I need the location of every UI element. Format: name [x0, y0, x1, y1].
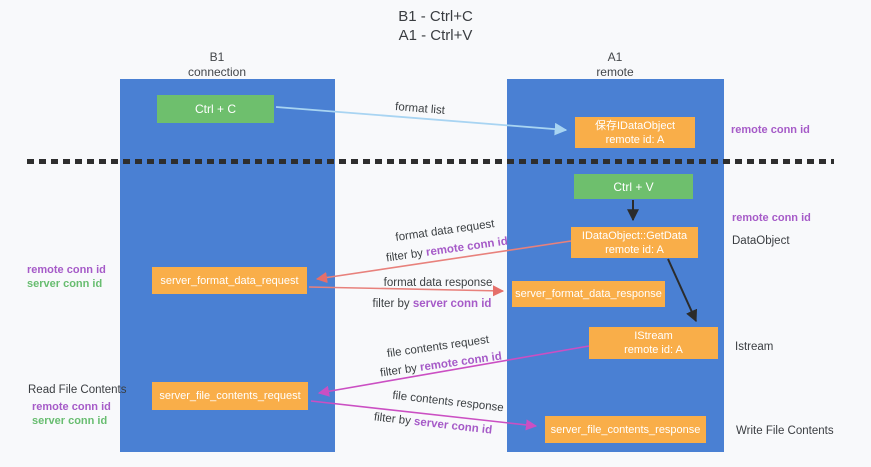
save-idataobject-title: 保存IDataObject	[594, 119, 676, 132]
copy-paste-divider	[27, 159, 834, 164]
getdata-title: IDataObject::GetData	[581, 229, 688, 242]
server-format-data-response-label: server_format_data_response	[515, 288, 662, 300]
right-remote-conn-id-mid: remote conn id	[732, 212, 811, 224]
left-server-conn-id-1: server conn id	[27, 278, 103, 290]
write-file-contents-label: Write File Contents	[736, 425, 834, 437]
lane-header-b1: B1 connection	[117, 50, 317, 80]
read-file-contents-label: Read File Contents	[28, 384, 127, 396]
diagram-title-line1: B1 - Ctrl+C	[398, 8, 473, 25]
filter-by-text: filter by	[379, 361, 421, 380]
lane-b1-subtitle: connection	[187, 65, 247, 79]
lane-header-a1: A1 remote	[515, 50, 715, 80]
ctrl-v-box: Ctrl + V	[574, 174, 693, 199]
getdata-remote-id: remote id: A	[605, 243, 664, 256]
filter-by-text: filter by	[373, 411, 415, 428]
filter-by-text: filter by	[372, 298, 413, 310]
server-format-data-request-box: server_format_data_request	[152, 267, 307, 294]
left-server-conn-id-2: server conn id	[32, 415, 108, 427]
file-contents-response-filter-label: filter by server conn id	[373, 411, 492, 436]
istream-title: IStream	[634, 330, 673, 342]
lane-b1-name: B1	[209, 50, 225, 64]
format-list-label: format list	[394, 101, 446, 117]
diagram-title: B1 - Ctrl+C A1 - Ctrl+V	[0, 7, 871, 45]
remote-conn-id-key: remote conn id	[425, 235, 509, 259]
filter-by-text: filter by	[385, 246, 427, 265]
istream-side-label: Istream	[735, 341, 774, 353]
ctrl-v-label: Ctrl + V	[613, 179, 654, 194]
getdata-box: IDataObject::GetData remote id: A	[571, 227, 698, 258]
istream-remote-id: remote id: A	[624, 344, 683, 356]
diagram-title-line2: A1 - Ctrl+V	[398, 27, 473, 44]
left-remote-conn-id-2: remote conn id	[32, 401, 111, 413]
save-idataobject-remote-id: remote id: A	[605, 133, 665, 146]
right-remote-conn-id-top: remote conn id	[731, 124, 810, 136]
ctrl-c-box: Ctrl + C	[157, 95, 274, 123]
server-file-contents-response-box: server_file_contents_response	[545, 416, 706, 443]
istream-box: IStream remote id: A	[589, 327, 718, 359]
server-file-contents-request-box: server_file_contents_request	[152, 382, 308, 410]
lane-a1-name: A1	[607, 50, 623, 64]
lane-a1-subtitle: remote	[596, 65, 634, 79]
left-conn-id-labels-bottom: remote conn id server conn id	[32, 400, 111, 428]
left-remote-conn-id-1: remote conn id	[27, 264, 106, 276]
dataobject-label: DataObject	[732, 235, 790, 247]
server-file-contents-response-label: server_file_contents_response	[550, 423, 701, 436]
remote-conn-id-key: remote conn id	[419, 350, 503, 374]
server-format-data-request-label: server_format_data_request	[160, 274, 299, 287]
server-format-data-response-box: server_format_data_response	[512, 281, 665, 307]
server-file-contents-request-label: server_file_contents_request	[159, 390, 301, 402]
server-conn-id-key: server conn id	[412, 298, 492, 310]
save-idataobject-box: 保存IDataObject remote id: A	[575, 117, 695, 148]
ctrl-c-label: Ctrl + C	[194, 102, 236, 116]
format-data-response-label: format data response	[383, 277, 493, 289]
format-data-response-filter-label: filter by server conn id	[373, 298, 492, 310]
server-conn-id-key: server conn id	[413, 415, 493, 437]
file-contents-response-label: file contents response	[391, 389, 505, 415]
left-conn-id-labels-top: remote conn id server conn id	[27, 263, 106, 291]
